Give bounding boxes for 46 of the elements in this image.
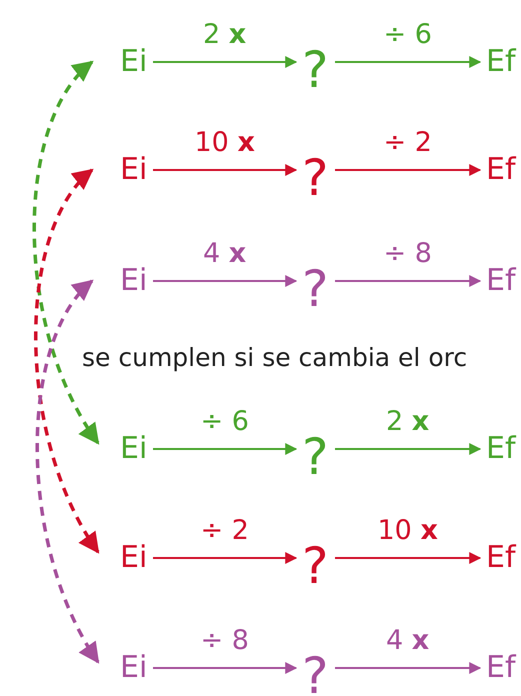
edge-label: 2 x: [203, 21, 246, 48]
dashed-curved-arrow: [32, 60, 100, 445]
arrow: [153, 662, 298, 674]
edge-label: ÷ 8: [384, 240, 432, 267]
arrow: [335, 443, 482, 455]
term-label: Ei: [120, 155, 148, 185]
arrow: [335, 662, 482, 674]
edge-label: ÷ 2: [384, 129, 432, 156]
term-label: Ei: [120, 266, 148, 296]
edge-label: ÷ 6: [200, 408, 249, 435]
term-label: Ei: [120, 653, 148, 683]
edge-label: ÷ 8: [200, 627, 249, 654]
term-label: Ei: [120, 543, 148, 573]
question-mark: ?: [302, 432, 329, 482]
question-mark: ?: [302, 651, 329, 696]
arrow: [335, 552, 482, 564]
term-label: Ef: [486, 434, 516, 464]
arrow: [335, 275, 482, 287]
edge-label: 4 x: [386, 627, 430, 654]
arrow: [335, 164, 482, 176]
arrow: [153, 164, 298, 176]
note-text: se cumplen si se cambia el orc: [82, 345, 468, 370]
question-mark: ?: [302, 153, 329, 203]
dashed-curved-arrow: [36, 279, 100, 664]
question-mark: ?: [302, 264, 329, 314]
edge-label: 10 x: [378, 517, 438, 544]
term-label: Ef: [486, 543, 516, 573]
term-label: Ei: [120, 434, 148, 464]
edge-label: 4 x: [203, 240, 246, 267]
term-label: Ef: [486, 653, 516, 683]
arrow: [153, 275, 298, 287]
edge-label: ÷ 6: [384, 21, 432, 48]
term-label: Ef: [486, 155, 516, 185]
edge-label: 2 x: [386, 408, 430, 435]
dashed-curved-arrow: [34, 168, 100, 554]
edge-label: 10 x: [194, 129, 255, 156]
arrow: [153, 56, 298, 68]
arrow: [153, 443, 298, 455]
question-mark: ?: [302, 541, 329, 591]
question-mark: ?: [302, 45, 329, 95]
edge-label: ÷ 2: [200, 517, 249, 544]
arrow: [335, 56, 482, 68]
term-label: Ef: [486, 47, 516, 77]
term-label: Ei: [120, 47, 148, 77]
arrow: [153, 552, 298, 564]
term-label: Ef: [486, 266, 516, 296]
